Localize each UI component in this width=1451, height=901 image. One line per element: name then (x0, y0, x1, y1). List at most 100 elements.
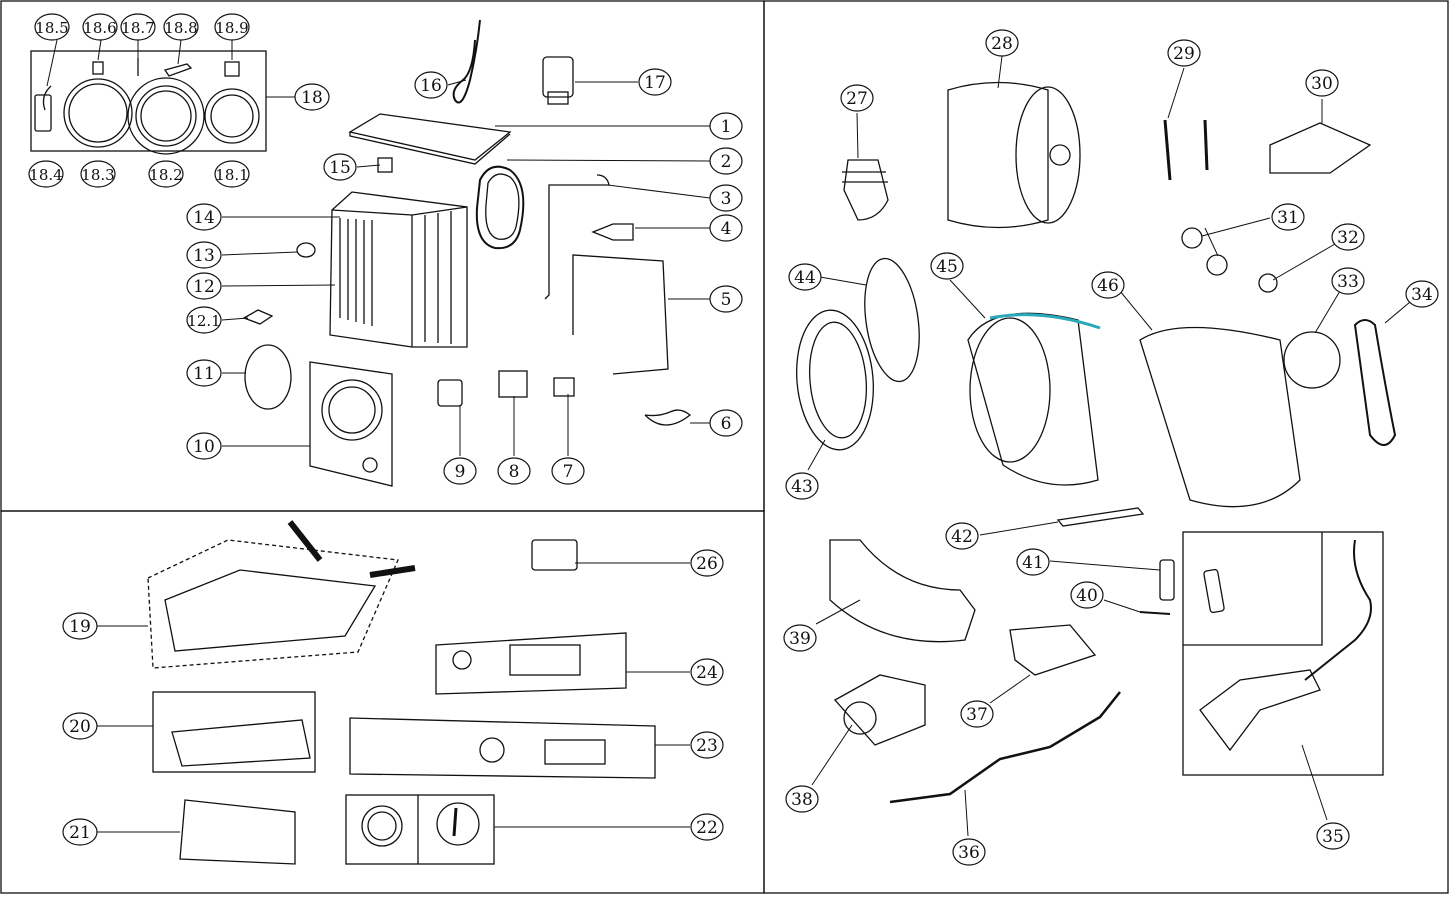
callout-bubble (82, 13, 118, 41)
callout-label: 18.4 (29, 166, 62, 184)
part-30-weight (1269, 122, 1372, 174)
callout-label: 40 (1076, 586, 1098, 606)
callout-label: 18.3 (81, 166, 114, 184)
callout-bubble (709, 112, 743, 140)
part-4-valve (591, 223, 634, 241)
callout-bubble (709, 147, 743, 175)
callout-bubble (186, 241, 222, 269)
callout-label: 8 (509, 462, 520, 482)
callout-bubble (1405, 280, 1439, 308)
callout-18-3: 18.3 (80, 160, 116, 188)
callout-label: 12.1 (187, 312, 220, 330)
callout-bubble (294, 83, 330, 111)
callout-label: 41 (1022, 553, 1044, 573)
drain-parts-frame (1182, 531, 1384, 776)
callout-label: 20 (69, 717, 91, 737)
callout-bubble (163, 13, 199, 41)
callout-32: 32 (1331, 223, 1365, 251)
callout-label: 39 (789, 629, 811, 649)
callout-39: 39 (783, 624, 817, 652)
callout-35: 35 (1316, 822, 1350, 850)
callout-23: 23 (690, 731, 724, 759)
callout-bubble (1070, 581, 1104, 609)
panel-dispenser-controls (0, 510, 765, 894)
callout-label: 16 (420, 76, 442, 96)
callout-label: 22 (696, 818, 718, 838)
callout-label: 18.1 (215, 166, 248, 184)
callout-18-4: 18.4 (28, 160, 64, 188)
cabinet-ribs (339, 211, 452, 344)
callout-2: 2 (709, 147, 743, 175)
callout-bubble (497, 457, 531, 485)
part-33-pulley (1283, 331, 1341, 389)
part-36-harness (889, 691, 1121, 804)
callout-bubble (985, 29, 1019, 57)
part-5-wire (572, 254, 669, 375)
callout-label: 9 (455, 462, 466, 482)
part-14-cabinet (329, 191, 468, 348)
callout-bubble (1091, 271, 1125, 299)
callout-label: 6 (721, 414, 732, 434)
callout-bubble (945, 522, 979, 550)
part-40-bolt (1139, 611, 1171, 615)
callout-label: 42 (951, 527, 973, 547)
callout-label: 31 (1277, 208, 1299, 228)
callout-label: 17 (644, 73, 666, 93)
callout-bubble (1271, 203, 1305, 231)
callout-27: 27 (840, 84, 874, 112)
part-39-bracket (829, 539, 976, 643)
callout-18-6: 18.6 (82, 13, 118, 41)
callout-18-9: 18.9 (214, 13, 250, 41)
callout-18: 18 (294, 83, 330, 111)
part-18-3 (63, 78, 133, 148)
callout-19: 19 (62, 612, 98, 640)
knob-frame (345, 794, 495, 865)
callout-label: 4 (721, 219, 732, 239)
callout-label: 12 (193, 277, 215, 297)
callout-11: 11 (186, 359, 222, 387)
callout-bubble (709, 184, 743, 212)
callout-bubble (120, 13, 156, 41)
part-38-pump (833, 674, 926, 746)
callout-20: 20 (62, 712, 98, 740)
part-18-6 (92, 61, 104, 75)
callout-bubble (690, 658, 724, 686)
callout-24: 24 (690, 658, 724, 686)
part-31-bearing-a (1181, 227, 1203, 249)
callout-bubble (690, 549, 724, 577)
callout-label: 43 (791, 477, 813, 497)
callout-label: 19 (69, 617, 91, 637)
part-10-front-panel (309, 361, 393, 487)
callout-label: 1 (721, 117, 732, 137)
part-18-1 (204, 88, 260, 144)
callout-label: 46 (1097, 276, 1119, 296)
callout-4: 4 (709, 214, 743, 242)
callout-label: 28 (991, 34, 1013, 54)
callout-12: 12 (186, 272, 222, 300)
callout-label: 15 (329, 158, 351, 178)
callout-26: 26 (690, 549, 724, 577)
callout-bubble (62, 712, 98, 740)
callout-label: 21 (69, 823, 91, 843)
callout-6: 6 (709, 409, 743, 437)
part-29-spring-b (1203, 119, 1209, 171)
callout-bubble (1331, 223, 1365, 251)
callout-14: 14 (186, 203, 222, 231)
callout-label: 3 (721, 189, 732, 209)
callout-label: 32 (1337, 228, 1359, 248)
part-41-damper-a (1159, 559, 1175, 601)
callout-bubble (783, 624, 817, 652)
callout-bubble (960, 700, 994, 728)
callout-42: 42 (945, 522, 979, 550)
callout-bubble (214, 13, 250, 41)
callout-label: 18 (301, 88, 323, 108)
part-6-clamp (644, 409, 692, 426)
callout-1: 1 (709, 112, 743, 140)
drawer-parts-frame (152, 691, 316, 773)
part-15 (377, 157, 393, 173)
callout-37: 37 (960, 700, 994, 728)
callout-label: 44 (794, 268, 816, 288)
callout-label: 18.5 (35, 19, 68, 37)
part-20-drawer (171, 719, 311, 767)
